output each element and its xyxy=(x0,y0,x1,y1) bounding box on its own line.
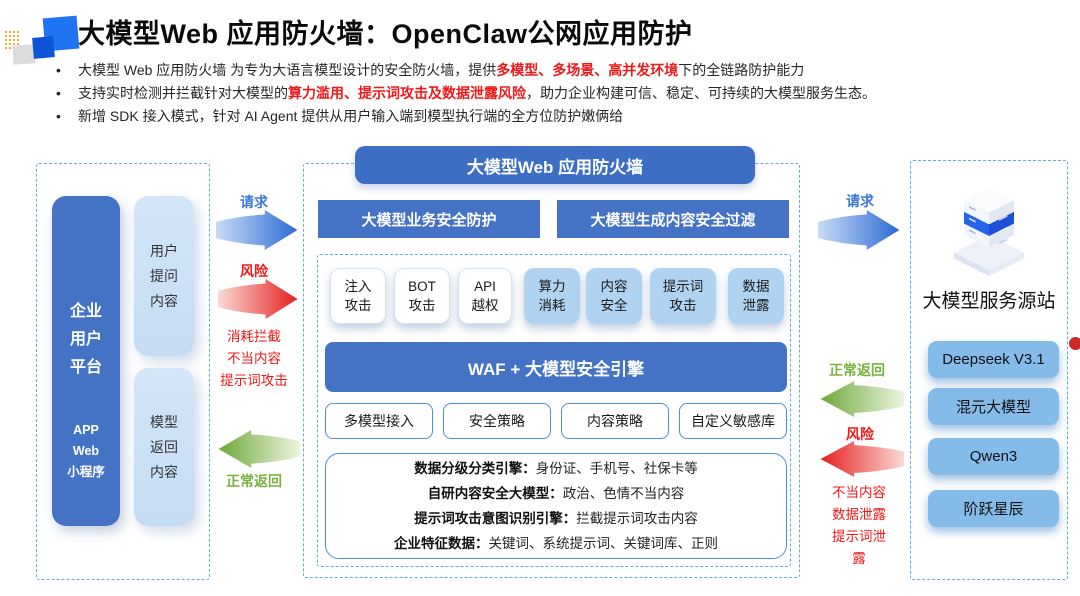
bullet-3: • 新增 SDK 接入模式，针对 AI Agent 提供从用户输入端到模型执行端的… xyxy=(56,106,1046,126)
right-return-label: 正常返回 xyxy=(829,362,885,378)
engine-details-box: 数据分级分类引擎：身份证、手机号、社保卡等 自研内容安全大模型：政治、色情不当内… xyxy=(325,453,787,559)
right-return-arrow-icon xyxy=(818,381,904,417)
bullet-2-tail: ，助力企业构建可信、稳定、可持续的大模型服务生态。 xyxy=(526,85,876,101)
bullet-mark: • xyxy=(56,108,61,124)
enterprise-platform-label: 企业 用户 平台 xyxy=(69,303,102,376)
bullet-2-text: 支持实时检测并拦截针对大模型的 xyxy=(78,85,288,101)
chip-content-safety: 内容 安全 xyxy=(586,268,642,324)
model-chip-hunyuan: 混元大模型 xyxy=(928,388,1059,425)
left-risk-label: 风险 xyxy=(240,263,268,279)
chip-compute-consumption: 算力 消耗 xyxy=(524,268,580,324)
enterprise-platform-box: 企业 用户 平台 APP Web 小程序 xyxy=(52,196,120,526)
bullet-mark: • xyxy=(56,85,61,101)
engine-detail-3: 提示词攻击意图识别引擎：拦截提示词攻击内容 xyxy=(414,506,698,531)
chip-bot-attack: BOT 攻击 xyxy=(394,268,450,324)
left-risk-arrow-icon xyxy=(218,279,300,319)
engine-detail-1-desc: 身份证、手机号、社保卡等 xyxy=(535,461,698,476)
left-return-arrow-icon xyxy=(216,430,300,468)
right-request-label: 请求 xyxy=(846,193,874,209)
bullet-1-highlight: 多模型、多场景、高并发环境 xyxy=(496,62,679,78)
bullet-3-text: 新增 SDK 接入模式，针对 AI Agent 提供从用户输入端到模型执行端的全… xyxy=(78,108,624,124)
engine-detail-1: 数据分级分类引擎：身份证、手机号、社保卡等 xyxy=(414,456,698,481)
chip-injection-attack: 注入 攻击 xyxy=(330,268,386,324)
left-request-label: 请求 xyxy=(240,194,268,210)
engine-detail-1-label: 数据分级分类引擎： xyxy=(414,461,536,476)
policy-content-policy: 内容策略 xyxy=(561,403,669,439)
module-business-protection: 大模型业务安全防护 xyxy=(318,200,540,238)
engine-detail-2-desc: 政治、色情不当内容 xyxy=(562,486,685,501)
waf-engine-box: WAF + 大模型安全引擎 xyxy=(325,342,787,392)
model-chip-qwen3: Qwen3 xyxy=(928,438,1059,475)
right-risk-detail: 不当内容 数据泄露 提示词泄露 xyxy=(832,485,886,566)
bullet-1-text: 大模型 Web 应用防火墙 为专为大语言模型设计的安全防火墙，提供 xyxy=(78,62,497,78)
left-return-label: 正常返回 xyxy=(226,473,282,489)
engine-detail-3-label: 提示词攻击意图识别引擎： xyxy=(414,511,577,526)
engine-detail-4-desc: 关键词、系统提示词、关键词库、正则 xyxy=(488,536,719,551)
right-risk-label: 风险 xyxy=(846,426,874,442)
logo-dark-square-icon xyxy=(32,36,55,59)
chip-data-leak: 数据 泄露 xyxy=(728,268,784,324)
waf-title-pill: 大模型Web 应用防火墙 xyxy=(355,146,755,184)
bullet-2-highlight: 算力滥用、提示词攻击及数据泄露风险 xyxy=(288,85,526,101)
annotation-dot xyxy=(1069,337,1080,350)
left-risk-detail: 消耗拦截 不当内容 提示词攻击 xyxy=(220,329,288,388)
model-chip-jieyuexingchen: 阶跃星辰 xyxy=(928,490,1059,527)
bullet-1: • 大模型 Web 应用防火墙 为专为大语言模型设计的安全防火墙，提供多模型、多场… xyxy=(56,60,1046,80)
origin-site-title: 大模型服务源站 xyxy=(922,291,1056,312)
bullet-2: • 支持实时检测并拦截针对大模型的算力滥用、提示词攻击及数据泄露风险，助力企业构建… xyxy=(56,83,1046,103)
policy-custom-sensitive-lib: 自定义敏感库 xyxy=(679,403,787,439)
policy-security-policy: 安全策略 xyxy=(443,403,551,439)
bullet-mark: • xyxy=(56,62,61,78)
platform-channels-label: APP Web 小程序 xyxy=(67,423,105,479)
right-risk-arrow-icon xyxy=(818,441,904,477)
bullet-1-tail: 下的全链路防护能力 xyxy=(678,62,805,78)
chip-prompt-attack: 提示词 攻击 xyxy=(650,268,716,324)
module-content-filter: 大模型生成内容安全过滤 xyxy=(557,200,789,238)
model-response-box: 模型 返回 内容 xyxy=(134,368,194,526)
engine-detail-2: 自研内容安全大模型：政治、色情不当内容 xyxy=(428,481,685,506)
engine-detail-4-label: 企业特征数据： xyxy=(394,536,489,551)
engine-detail-4: 企业特征数据：关键词、系统提示词、关键词库、正则 xyxy=(394,531,718,556)
model-chip-deepseek: Deepseek V3.1 xyxy=(928,341,1059,378)
server-stack-icon xyxy=(939,170,1039,282)
page-title: 大模型Web 应用防火墙：OpenClaw公网应用防护 xyxy=(78,19,693,49)
engine-detail-2-label: 自研内容安全大模型： xyxy=(427,486,563,501)
engine-detail-3-desc: 拦截提示词攻击内容 xyxy=(576,511,698,526)
right-request-arrow-icon xyxy=(818,210,902,250)
user-question-box: 用户 提问 内容 xyxy=(134,196,194,356)
chip-api-abuse: API 越权 xyxy=(458,268,512,324)
policy-multi-model-access: 多模型接入 xyxy=(325,403,433,439)
left-request-arrow-icon xyxy=(216,210,300,250)
